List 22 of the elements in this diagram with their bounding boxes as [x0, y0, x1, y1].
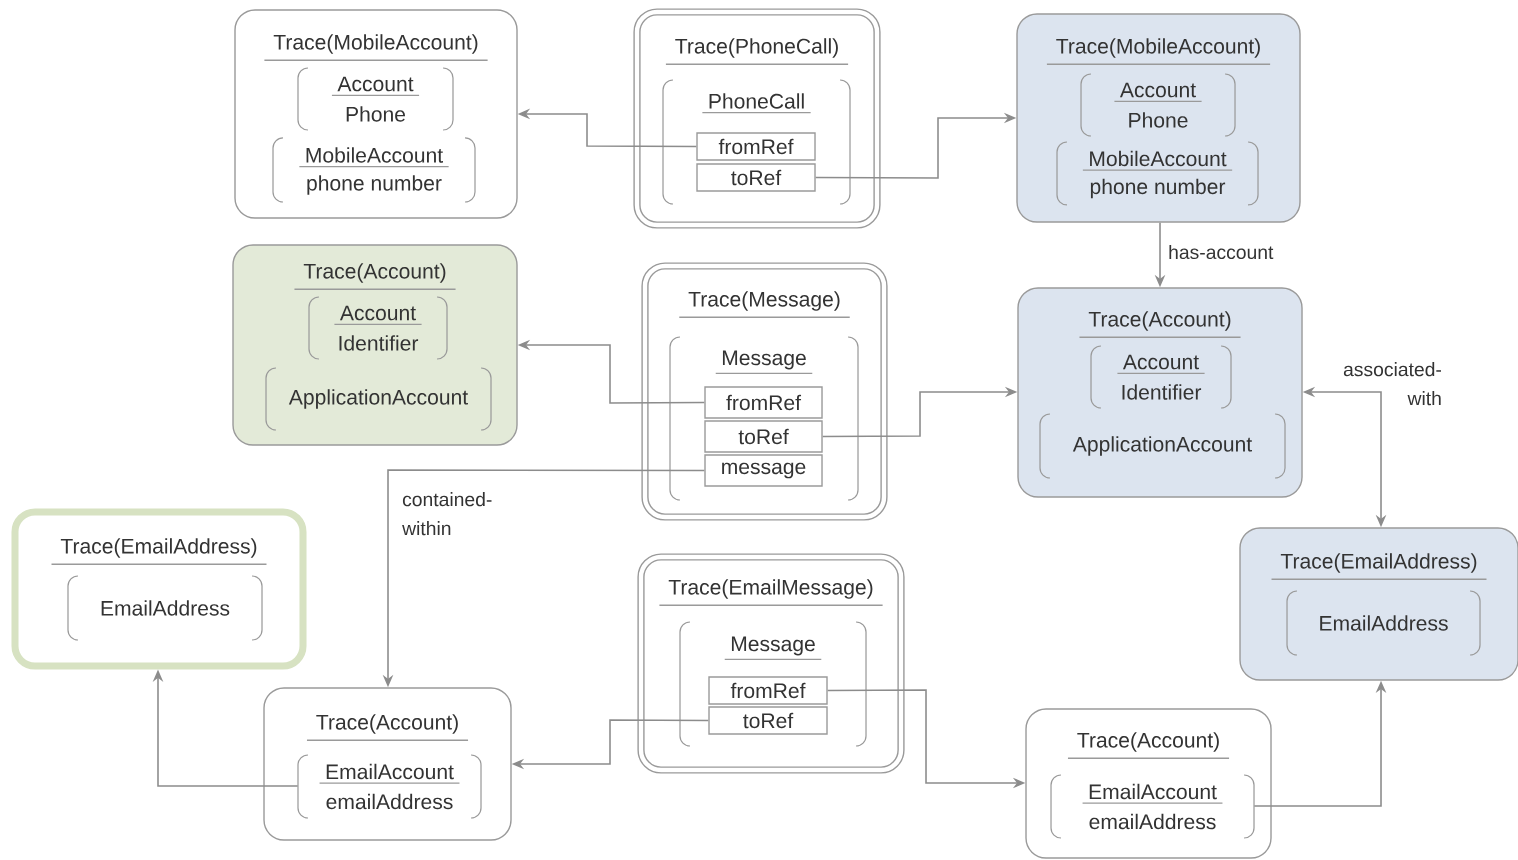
edge-label: associated-with [1343, 362, 1441, 406]
field-box: toRef [696, 163, 816, 192]
bracket-group: Account Identifier [1090, 345, 1232, 409]
bracket-group: EmailAddress [67, 575, 263, 641]
bracket-group: Account Phone [297, 67, 454, 131]
field-box: fromRef [696, 132, 816, 161]
edge-label: contained-within [402, 492, 492, 536]
bracket-group: MobileAccount phone number [1056, 141, 1259, 206]
bracket-group: ApplicationAccount [1039, 413, 1286, 479]
field-box: toRef [708, 706, 828, 735]
edge-label: has-account [1169, 244, 1274, 260]
bracket-group: EmailAddress [1286, 590, 1481, 656]
bracket-group: Account Phone [1080, 73, 1236, 137]
field-box: toRef [704, 420, 823, 453]
field-box: fromRef [708, 676, 828, 705]
bracket-group: EmailAccount emailAddress [297, 754, 482, 819]
field-box: fromRef [704, 386, 823, 419]
bracket-group: Account Identifier [308, 296, 448, 360]
bracket-group: MobileAccount phone number [272, 137, 476, 203]
bracket-group: EmailAccount emailAddress [1050, 774, 1255, 839]
field-box: message [704, 454, 823, 487]
bracket-group: ApplicationAccount [265, 367, 492, 431]
